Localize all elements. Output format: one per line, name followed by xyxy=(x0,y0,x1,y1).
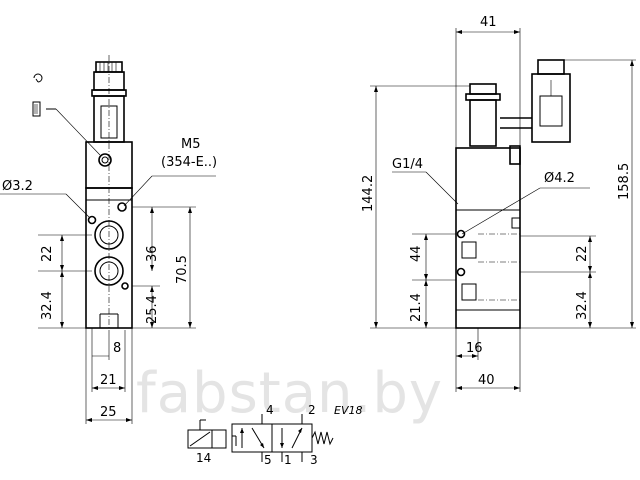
valve-code: EV18 xyxy=(334,404,362,417)
port-label-14: 14 xyxy=(196,451,211,465)
manual-override-icon xyxy=(32,73,56,117)
front-dim-d10: 21 xyxy=(100,373,117,388)
front-dim-d8: 25.4 xyxy=(145,295,160,324)
side-dim-d9: 32.4 xyxy=(575,291,590,320)
side-dim-d1: 41 xyxy=(480,15,497,30)
front-dim-d9: 8 xyxy=(113,341,121,356)
port-label-2: 2 xyxy=(308,403,316,417)
side-dim-d5: Ø4.2 xyxy=(544,171,575,186)
coil-body xyxy=(93,55,125,335)
side-dim-d7: 21.4 xyxy=(409,293,424,322)
valve-body-front xyxy=(85,141,133,329)
side-view: 41 144.2 158.5 G1/4 Ø4.2 44 21.4 22 32.4… xyxy=(361,15,636,392)
front-dim-d6: 36 xyxy=(145,245,160,262)
side-dim-d3: 158.5 xyxy=(617,163,632,200)
side-dim-d8: 22 xyxy=(575,245,590,262)
side-dim-d2: 144.2 xyxy=(361,175,376,212)
port-label-3: 3 xyxy=(310,453,318,467)
side-dim-d10: 16 xyxy=(466,341,483,356)
port-label-5: 5 xyxy=(264,453,272,467)
side-dim-d4: G1/4 xyxy=(392,157,423,172)
front-dim-d5: 32.4 xyxy=(40,291,55,320)
front-dim-d1: Ø3.2 xyxy=(2,179,33,194)
port-label-1: 1 xyxy=(284,453,292,467)
side-dim-d11: 40 xyxy=(478,373,495,388)
front-dim-d4: 22 xyxy=(40,245,55,262)
valve-body-side xyxy=(455,147,521,329)
front-dim-d7: 70.5 xyxy=(175,255,190,284)
watermark: fabstan.by xyxy=(136,361,443,426)
front-dim-d3: (354-E..) xyxy=(161,155,217,170)
front-dim-d2: M5 xyxy=(181,137,201,152)
valve-symbol: 14 4 2 5 1 3 EV18 xyxy=(187,403,362,467)
front-view: Ø3.2 M5 (354-E..) 22 32.4 36 70.5 25.4 8… xyxy=(0,55,217,424)
side-dim-d6: 44 xyxy=(409,245,424,262)
front-dim-d11: 25 xyxy=(100,405,117,420)
connector xyxy=(500,59,571,165)
port-label-4: 4 xyxy=(266,403,274,417)
